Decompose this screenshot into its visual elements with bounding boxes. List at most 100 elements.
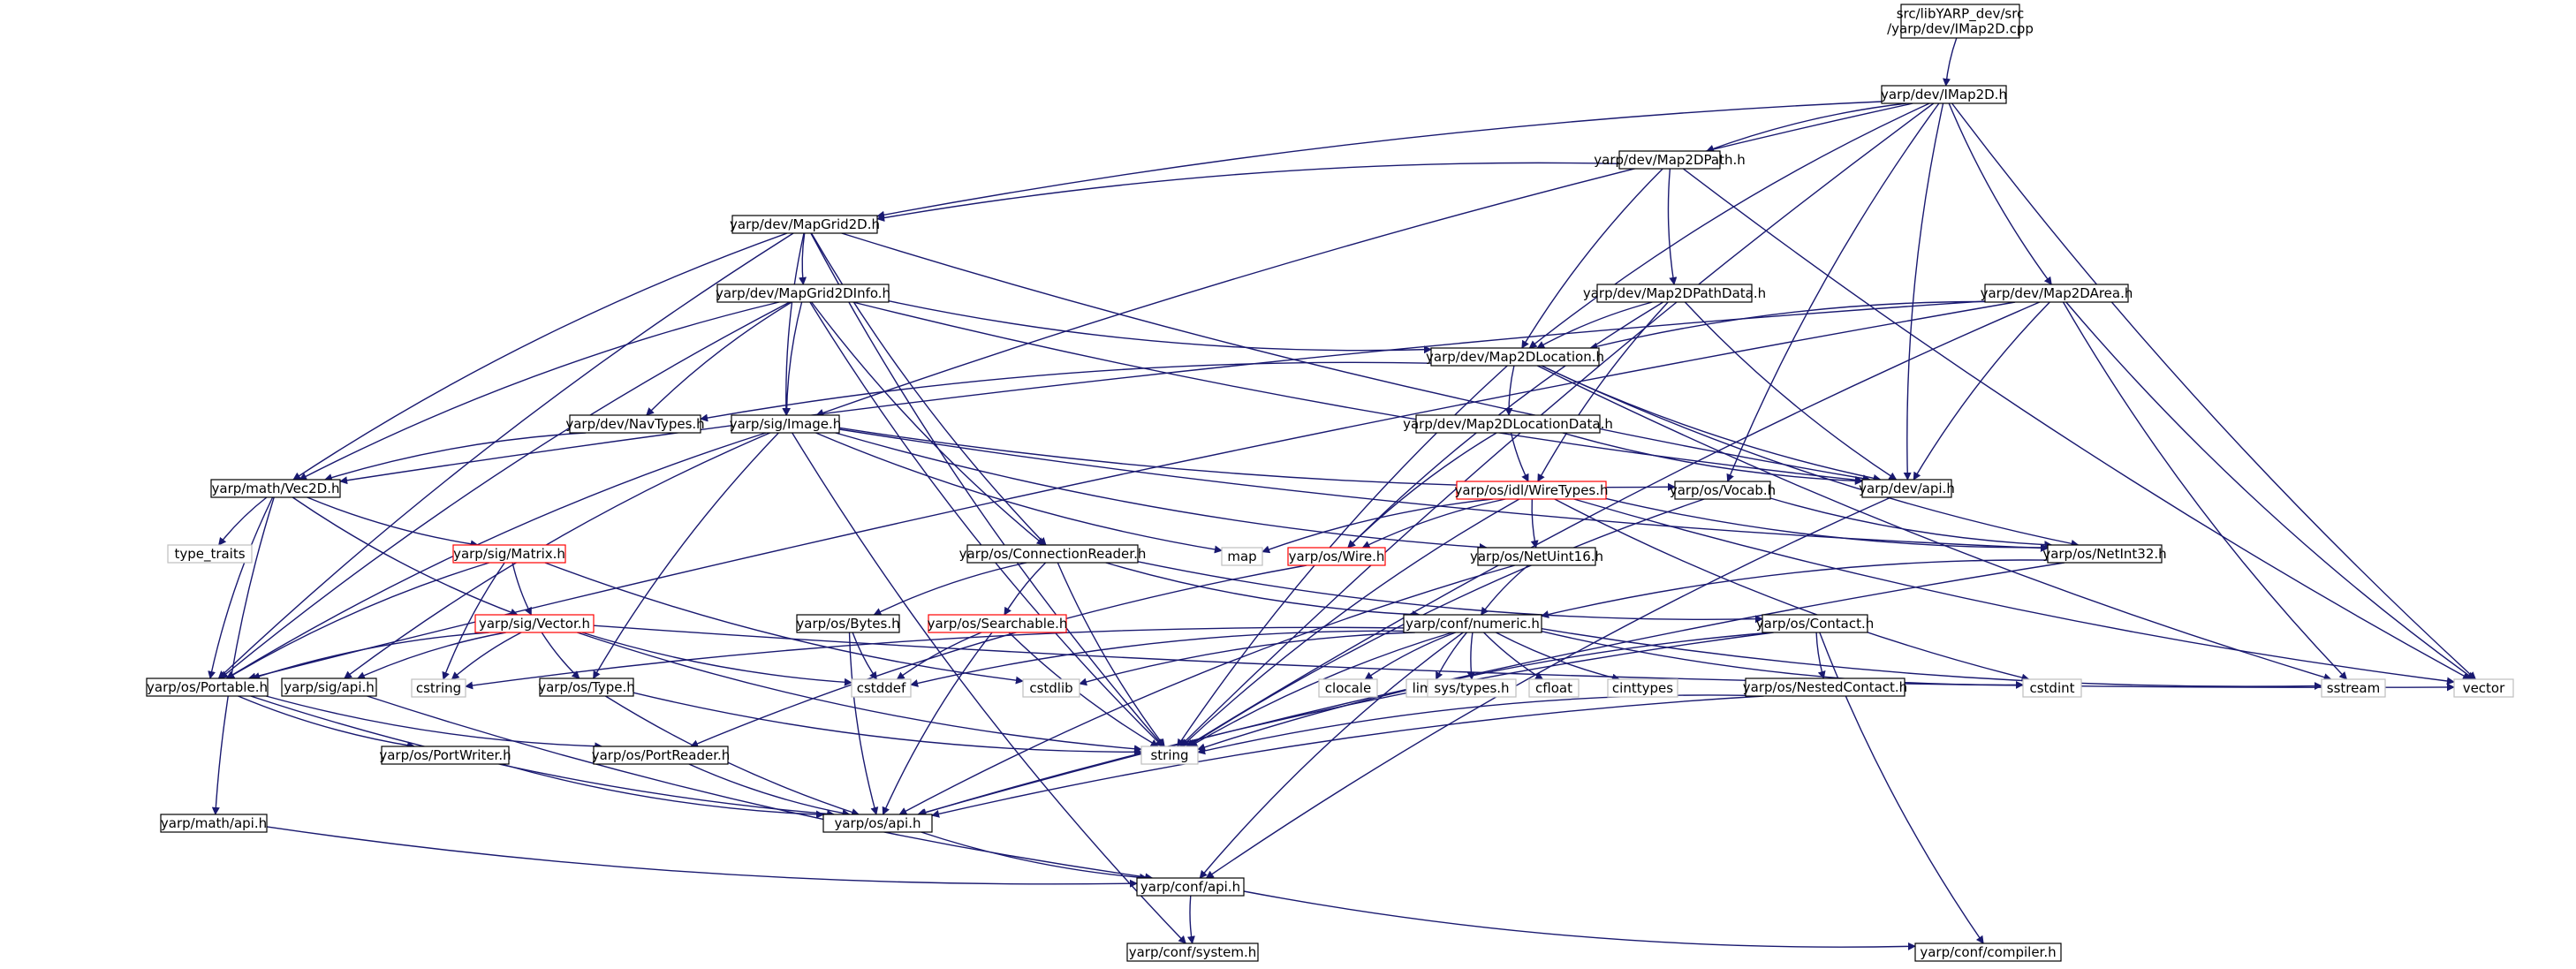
edge-map2dlocationdata-to-devapi — [1562, 432, 1863, 485]
node-string[interactable]: string — [1140, 746, 1199, 765]
node-vocab[interactable]: yarp/os/Vocab.h — [1670, 481, 1776, 500]
node-map2dpath[interactable]: yarp/dev/Map2DPath.h — [1594, 150, 1746, 170]
node-cstring[interactable]: cstring — [411, 678, 466, 698]
node-ostype[interactable]: yarp/os/Type.h — [538, 678, 635, 697]
edge-map2dpath-to-map2dpathdata — [1667, 168, 1678, 285]
node-searchable[interactable]: yarp/os/Searchable.h — [928, 614, 1068, 633]
node-nestedcontact[interactable]: yarp/os/NestedContact.h — [1743, 678, 1907, 697]
node-box-map2dpath — [1618, 150, 1721, 170]
node-cfloat[interactable]: cfloat — [1528, 678, 1580, 698]
node-label-map2dlocation: yarp/dev/Map2DLocation.h — [1426, 349, 1604, 365]
node-label-cfloat: cfloat — [1535, 680, 1572, 696]
edge-oscontact-to-confcompiler — [1819, 632, 1984, 944]
node-confapi[interactable]: yarp/conf/api.h — [1136, 877, 1245, 897]
node-netuint16[interactable]: yarp/os/NetUint16.h — [1470, 547, 1603, 566]
node-map2dlocation[interactable]: yarp/dev/Map2DLocation.h — [1426, 347, 1604, 367]
node-sigmatrix[interactable]: yarp/sig/Matrix.h — [452, 544, 566, 564]
node-map2darea[interactable]: yarp/dev/Map2DArea.h — [1981, 284, 2133, 303]
node-sstream[interactable]: sstream — [2321, 678, 2386, 698]
node-portreader[interactable]: yarp/os/PortReader.h — [592, 746, 731, 765]
node-connreader[interactable]: yarp/os/ConnectionReader.h — [959, 544, 1147, 564]
node-box-imap2d — [1881, 85, 2007, 104]
edge-sigimage-to-portable — [225, 432, 767, 679]
node-box-map2dlocationdata — [1415, 414, 1601, 434]
edge-portable-to-portreader — [266, 695, 603, 751]
node-typetraits[interactable]: type_traits — [167, 544, 253, 564]
node-label-confsystem: yarp/conf/system.h — [1129, 944, 1257, 960]
node-map2dlocationdata[interactable]: yarp/dev/Map2DLocationData.h — [1403, 414, 1613, 434]
node-clocale[interactable]: clocale — [1318, 678, 1378, 698]
node-box-root — [1900, 4, 2020, 39]
edge-confapi-to-confcompiler — [1243, 890, 1916, 950]
node-box-ostype — [539, 678, 634, 697]
node-label-map: map — [1227, 549, 1256, 564]
node-cstdlib[interactable]: cstdlib — [1022, 678, 1080, 698]
edge-sigvector-to-cstddef — [581, 632, 852, 686]
node-sigimage[interactable]: yarp/sig/Image.h — [730, 414, 842, 434]
edge-numeric-to-limits — [1435, 632, 1467, 680]
edge-map2dpathdata-to-devapi — [1684, 301, 1898, 481]
node-box-map2dpathdata — [1596, 284, 1753, 303]
node-netint32[interactable]: yarp/os/NetInt32.h — [2042, 544, 2167, 564]
node-oswire[interactable]: yarp/os/Wire.h — [1287, 547, 1386, 566]
node-label-netint32: yarp/os/NetInt32.h — [2042, 546, 2166, 562]
node-navtypes[interactable]: yarp/dev/NavTypes.h — [565, 414, 705, 434]
node-label-osbytes: yarp/os/Bytes.h — [796, 616, 899, 632]
node-sigapi[interactable]: yarp/sig/api.h — [281, 678, 377, 697]
edge-searchable-to-osapi — [882, 632, 993, 815]
node-label-confapi: yarp/conf/api.h — [1140, 879, 1240, 895]
edge-mapgrid2d-to-sigimage — [782, 232, 805, 416]
edge-mapgrid2dinfo-to-sigimage — [783, 301, 803, 416]
node-box-confapi — [1136, 877, 1245, 897]
edge-map2darea-to-map2dlocation — [1589, 300, 1986, 351]
node-portable[interactable]: yarp/os/Portable.h — [146, 678, 269, 697]
edge-ostype-to-osapi — [605, 695, 860, 816]
node-cinttypes[interactable]: cinttypes — [1607, 678, 1678, 698]
node-map2dpathdata[interactable]: yarp/dev/Map2DPathData.h — [1583, 284, 1766, 303]
node-vec2d[interactable]: yarp/math/Vec2D.h — [210, 479, 341, 498]
node-confcompiler[interactable]: yarp/conf/compiler.h — [1914, 943, 2062, 962]
node-label-root: src/libYARP_dev/src — [1897, 6, 2025, 23]
node-mapgrid2d[interactable]: yarp/dev/MapGrid2D.h — [730, 215, 880, 234]
node-label-portwriter: yarp/os/PortWriter.h — [379, 747, 511, 763]
node-osbytes[interactable]: yarp/os/Bytes.h — [796, 614, 900, 633]
node-box-mapgrid2dinfo — [716, 284, 890, 303]
node-label-mapgrid2dinfo: yarp/dev/MapGrid2DInfo.h — [716, 285, 890, 301]
edge-osbytes-to-osapi — [848, 632, 879, 815]
node-cstdint[interactable]: cstdint — [2022, 678, 2082, 698]
node-confsystem[interactable]: yarp/conf/system.h — [1126, 943, 1259, 962]
node-root[interactable]: src/libYARP_dev/src/yarp/dev/IMap2D.cpp — [1887, 4, 2034, 39]
node-imap2d[interactable]: yarp/dev/IMap2D.h — [1881, 85, 2007, 104]
node-wiretypes[interactable]: yarp/os/idl/WireTypes.h — [1454, 481, 1609, 500]
node-map[interactable]: map — [1221, 547, 1263, 566]
node-systypes[interactable]: sys/types.h — [1427, 678, 1517, 698]
node-devapi[interactable]: yarp/dev/api.h — [1859, 479, 1955, 498]
edge-sigmatrix-to-portable — [226, 562, 490, 679]
edge-map2dlocation-to-string — [1177, 365, 1508, 747]
node-box-sstream — [2321, 678, 2386, 698]
node-cstddef[interactable]: cstddef — [851, 678, 912, 698]
edge-map2dpath-to-map2dlocation — [1521, 168, 1663, 349]
node-osapi[interactable]: yarp/os/api.h — [822, 814, 933, 833]
node-label-cstddef: cstddef — [857, 680, 906, 696]
edge-imap2d-to-mapgrid2d — [876, 101, 1883, 219]
node-label-systypes: sys/types.h — [1434, 680, 1509, 696]
node-mapgrid2dinfo[interactable]: yarp/dev/MapGrid2DInfo.h — [716, 284, 890, 303]
node-numeric[interactable]: yarp/conf/numeric.h — [1403, 614, 1542, 633]
node-portwriter[interactable]: yarp/os/PortWriter.h — [379, 746, 511, 765]
node-oscontact[interactable]: yarp/os/Contact.h — [1756, 614, 1875, 633]
edge-map2dlocationdata-to-wiretypes — [1510, 432, 1529, 482]
edge-oscontact-to-osapi — [918, 632, 1774, 816]
edge-vec2d-to-portable — [208, 496, 274, 679]
node-label-osapi: yarp/os/api.h — [834, 815, 921, 831]
node-vector[interactable]: vector — [2453, 678, 2514, 698]
node-label-typetraits: type_traits — [174, 546, 245, 563]
edge-nestedcontact-to-osapi — [931, 695, 1764, 818]
node-box-navtypes — [569, 414, 701, 434]
node-mathapi[interactable]: yarp/math/api.h — [160, 814, 268, 833]
edge-numeric-to-cstdint — [1541, 631, 2024, 689]
edge-netint32-to-numeric — [1541, 559, 2049, 618]
node-sigvector[interactable]: yarp/sig/Vector.h — [474, 614, 595, 633]
edge-netuint16-to-osapi — [898, 564, 1515, 815]
